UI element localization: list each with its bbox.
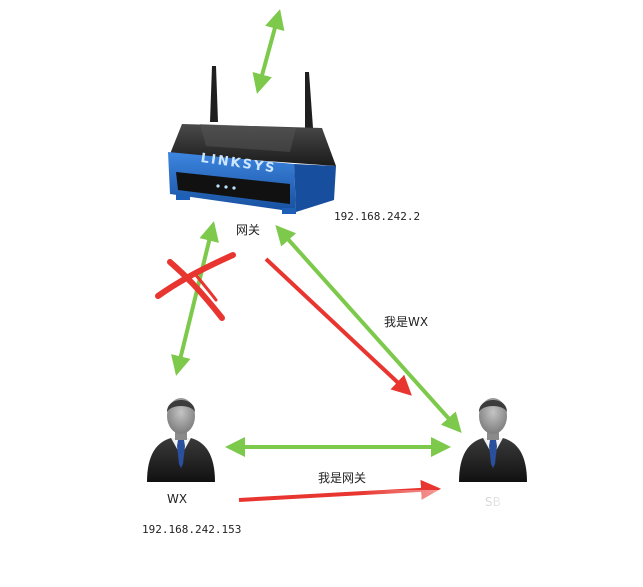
red-cross-mark xyxy=(158,255,233,318)
message-i-am-gateway: 我是网关 xyxy=(318,471,366,485)
wx-name-label: WX xyxy=(167,492,187,506)
router-icon: LINKSYS xyxy=(168,66,336,214)
gateway-sb-link-arrow xyxy=(278,228,459,430)
wx-ip-label: 192.168.242.153 xyxy=(142,523,241,536)
person-icon-wx xyxy=(147,398,215,482)
gateway-ip-label: 192.168.242.2 xyxy=(334,210,420,223)
link-arrows xyxy=(177,13,459,447)
internet-link-arrow xyxy=(258,13,279,90)
gateway-name-label: 网关 xyxy=(236,223,260,237)
message-i-am-wx: 我是WX xyxy=(384,315,428,329)
person-icon-sb xyxy=(459,398,527,482)
bottom-right-fade xyxy=(360,490,500,550)
